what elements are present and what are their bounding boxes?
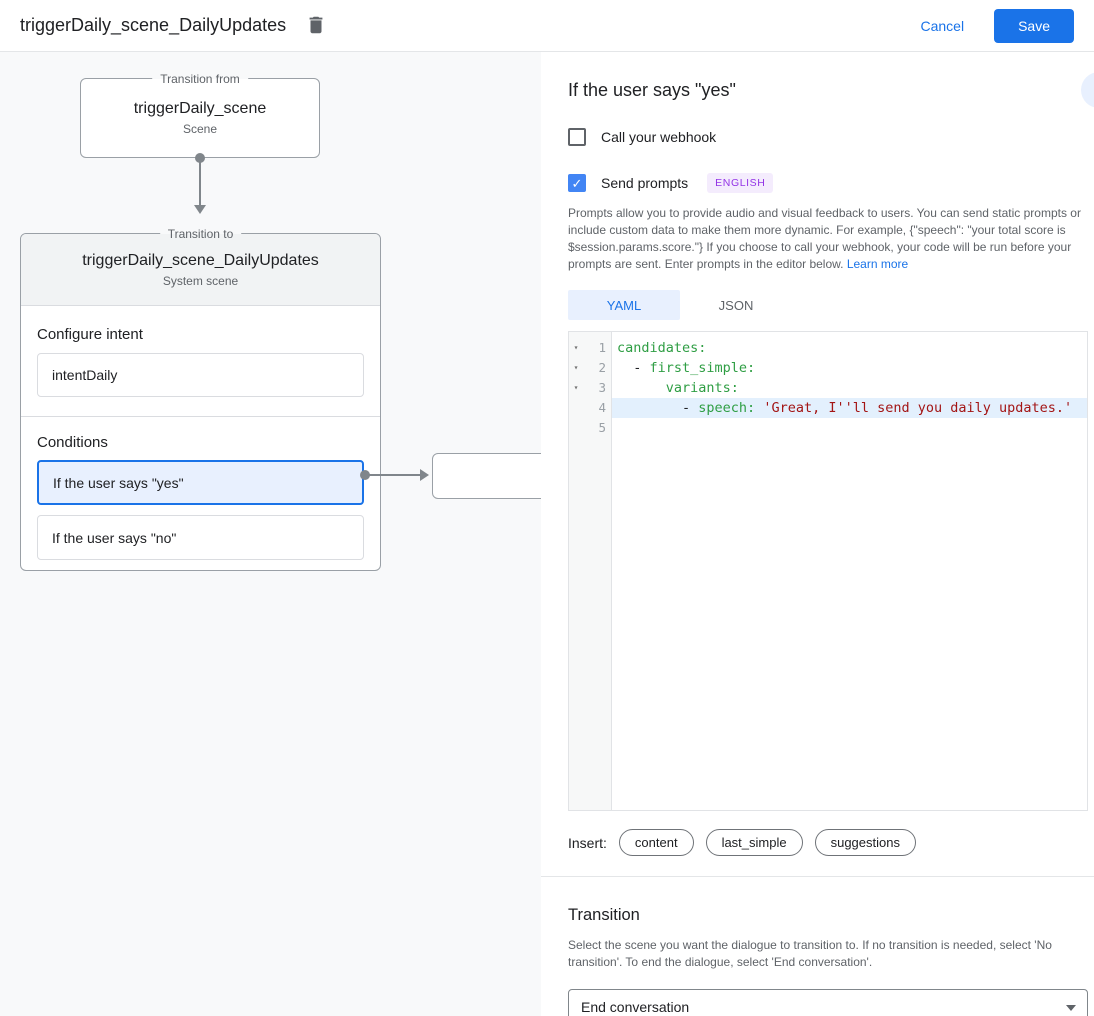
fold-arrow-icon[interactable]: ▾	[573, 383, 579, 392]
scene-diagram-canvas[interactable]: Transition from triggerDaily_scene Scene…	[0, 52, 541, 1016]
gutter-line-5: 5	[569, 418, 611, 438]
cancel-button[interactable]: Cancel	[920, 17, 965, 34]
editor-format-tabs: YAML JSON	[568, 290, 1088, 320]
transition-to-label: Transition to	[159, 226, 242, 242]
code-line-3[interactable]: variants:	[612, 378, 1087, 398]
line-number: 2	[598, 360, 606, 375]
delete-scene-button[interactable]	[304, 14, 328, 38]
code-token-key: variants:	[665, 380, 739, 396]
code-line-1[interactable]: candidates:	[612, 338, 1087, 358]
transition-title: Transition	[568, 906, 640, 924]
code-token-key: first_simple:	[649, 360, 756, 376]
send-prompts-row: ✓ Send prompts ENGLISH	[568, 173, 1088, 193]
transition-from-label: Transition from	[152, 71, 248, 87]
condition-detail-panel: If the user says "yes" ✓ Call your webho…	[541, 52, 1094, 1016]
transition-from-box[interactable]: Transition from triggerDaily_scene Scene	[80, 71, 320, 158]
connector-dot	[195, 153, 205, 163]
insert-chip-suggestions[interactable]: suggestions	[814, 829, 916, 856]
trash-icon	[309, 16, 323, 33]
to-scene-header: triggerDaily_scene_DailyUpdates System s…	[21, 234, 380, 306]
connector-line-vertical	[199, 158, 201, 206]
code-token-plain: -	[617, 360, 650, 376]
learn-more-link[interactable]: Learn more	[846, 257, 909, 271]
line-number: 1	[598, 340, 606, 355]
language-badge: ENGLISH	[707, 173, 774, 193]
save-button[interactable]: Save	[994, 8, 1074, 43]
from-scene-type: Scene	[182, 122, 218, 136]
line-number: 5	[598, 420, 606, 435]
webhook-checkbox[interactable]: ✓	[568, 128, 586, 146]
code-token-plain: -	[617, 400, 699, 416]
arrow-down-icon	[194, 205, 206, 214]
conditions-label: Conditions	[37, 434, 108, 451]
panel-title: If the user says "yes"	[568, 80, 736, 100]
line-number: 3	[598, 380, 606, 395]
page-title: triggerDaily_scene_DailyUpdates	[20, 15, 287, 35]
code-token-plain	[617, 380, 666, 396]
check-icon: ✓	[571, 175, 583, 191]
tab-yaml[interactable]: YAML	[568, 290, 680, 320]
transition-select[interactable]: End conversation	[568, 989, 1088, 1016]
insert-chip-list: content last_simple suggestions	[618, 829, 916, 856]
code-token-key: speech:	[698, 400, 756, 416]
connector-dot	[360, 470, 370, 480]
transition-select-value: End conversation	[581, 999, 690, 1015]
line-number: 4	[598, 400, 606, 415]
transition-target-box[interactable]	[432, 453, 541, 499]
header: triggerDaily_scene_DailyUpdates Cancel S…	[0, 0, 1094, 52]
webhook-row: ✓ Call your webhook	[568, 128, 1088, 146]
editor-code-area[interactable]: candidates: - first_simple: variants: - …	[612, 332, 1087, 810]
fold-arrow-icon[interactable]: ▾	[573, 343, 579, 352]
section-divider	[21, 416, 380, 417]
insert-chip-content[interactable]: content	[618, 829, 694, 856]
send-prompts-checkbox[interactable]: ✓	[568, 174, 586, 192]
transition-to-box: Transition to triggerDaily_scene_DailyUp…	[20, 226, 381, 571]
gutter-line-2: ▾2	[569, 358, 611, 378]
configure-intent-label: Configure intent	[37, 326, 143, 343]
code-token-string: 'Great, I''ll send you daily updates.'	[763, 400, 1073, 416]
insert-row: Insert: content last_simple suggestions	[568, 829, 1088, 856]
to-scene-type: System scene	[162, 273, 239, 288]
code-line-4[interactable]: - speech: 'Great, I''ll send you daily u…	[612, 398, 1087, 418]
fold-arrow-icon[interactable]: ▾	[573, 363, 579, 372]
condition-item-1[interactable]: If the user says "yes"	[37, 460, 364, 505]
webhook-label: Call your webhook	[601, 129, 717, 145]
insert-chip-last_simple[interactable]: last_simple	[705, 829, 803, 856]
gutter-line-3: ▾3	[569, 378, 611, 398]
to-scene-name: triggerDaily_scene_DailyUpdates	[82, 251, 319, 269]
code-line-5[interactable]	[612, 418, 1087, 438]
panel-divider	[541, 876, 1094, 877]
prompts-description: Prompts allow you to provide audio and v…	[568, 205, 1086, 273]
chevron-right-icon	[1090, 81, 1094, 99]
insert-label: Insert:	[568, 834, 607, 851]
transition-description: Select the scene you want the dialogue t…	[568, 938, 1052, 969]
condition-item-2[interactable]: If the user says "no"	[37, 515, 364, 560]
conditions-list: If the user says "yes" If the user says "…	[37, 460, 364, 560]
intent-field[interactable]: intentDaily	[37, 353, 364, 397]
send-prompts-label: Send prompts	[601, 175, 689, 191]
tab-json[interactable]: JSON	[718, 297, 754, 313]
from-scene-name: triggerDaily_scene	[133, 100, 267, 117]
arrow-right-icon	[420, 469, 429, 481]
dropdown-caret-icon	[1066, 1005, 1076, 1011]
code-token-key: candidates:	[617, 340, 707, 356]
description-text: Prompts allow you to provide audio and v…	[568, 206, 1081, 271]
collapse-panel-button[interactable]	[1081, 72, 1094, 108]
connector-line-horizontal	[367, 474, 420, 476]
gutter-line-1: ▾1	[569, 338, 611, 358]
gutter-line-4: 4	[569, 398, 611, 418]
code-line-2[interactable]: - first_simple:	[612, 358, 1087, 378]
